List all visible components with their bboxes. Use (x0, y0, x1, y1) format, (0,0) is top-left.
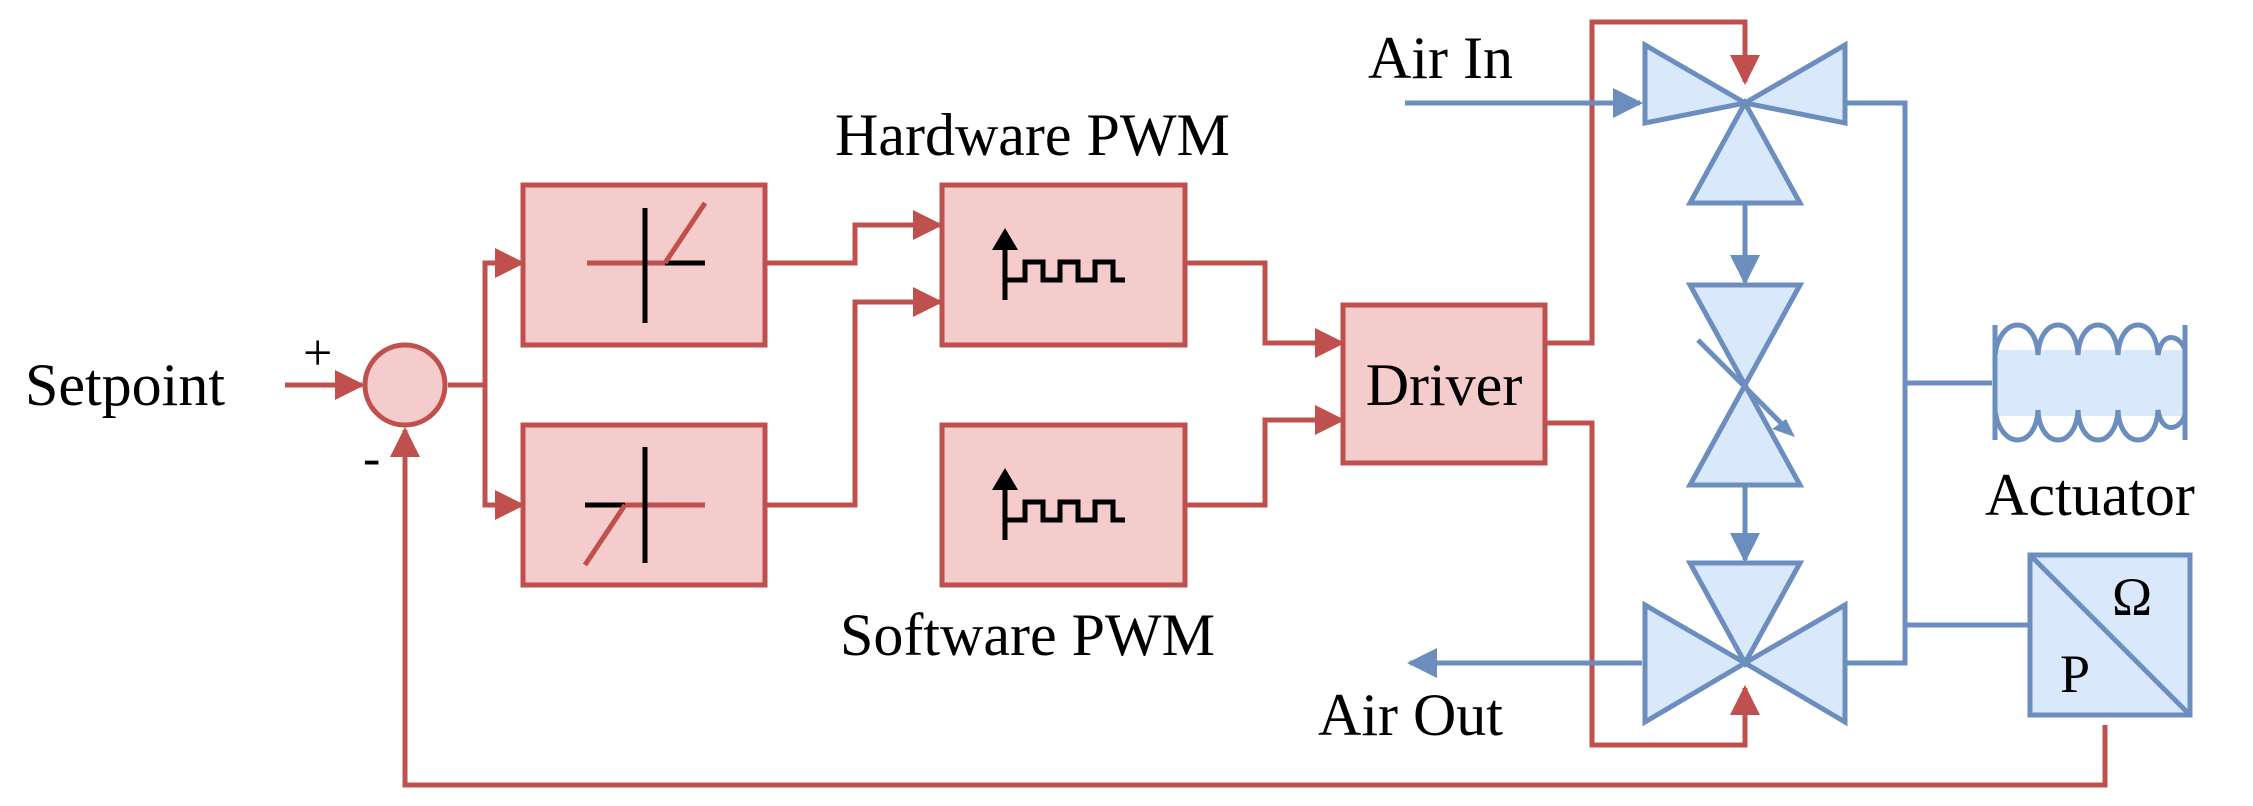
air-out-label: Air Out (1318, 682, 1503, 748)
sensor-omega-label: Ω (2112, 567, 2152, 627)
hardware-pwm-label: Hardware PWM (835, 102, 1230, 168)
proportional-valve-icon (1685, 282, 1805, 488)
bellows-actuator-icon (1992, 322, 2188, 443)
actuator-manifold-line (1845, 100, 1908, 666)
control-wires (285, 19, 2108, 788)
software-pwm-label: Software PWM (840, 602, 1215, 668)
air-in-label: Air In (1368, 25, 1513, 91)
setpoint-label: Setpoint (25, 352, 225, 418)
driver-label: Driver (1366, 352, 1523, 418)
sensor-p-label: P (2060, 644, 2090, 704)
hardware-pwm-block (939, 182, 1188, 348)
hwpwm-to-driver-arrow (1185, 260, 1345, 358)
driver-block (1340, 302, 1548, 466)
positive-deadband-icon (587, 201, 708, 323)
inlet-valve-icon (1642, 40, 1848, 206)
outlet-valve-icon (1642, 560, 1848, 727)
error-to-bottom-deadband-arrow (482, 385, 525, 520)
driver-to-outlet-valve-arrow (1545, 420, 1760, 748)
bottom-deadband-to-hwpwm-arrow (765, 287, 943, 508)
positive-deadband-block (520, 182, 768, 348)
pressure-sensor-icon (2027, 552, 2193, 718)
error-split-wire (448, 260, 520, 388)
pwm-waveform-icon (992, 468, 1125, 540)
software-pwm-block (939, 422, 1188, 588)
top-deadband-to-hwpwm-arrow (765, 210, 943, 266)
summing-junction (362, 342, 448, 428)
minus-sign: - (363, 430, 380, 487)
pwm-waveform-icon (992, 228, 1125, 300)
swpwm-to-driver-arrow (1185, 405, 1345, 508)
actuator-label: Actuator (1985, 462, 2195, 528)
negative-deadband-block (520, 422, 768, 588)
plus-sign: + (303, 325, 332, 382)
pneumatic-lines (1405, 88, 2028, 678)
labels: Setpoint + - Hardware PWM Software PWM D… (25, 25, 2195, 748)
negative-deadband-icon (582, 447, 705, 567)
driver-to-inlet-valve-arrow (1545, 19, 1760, 346)
feedback-wire (390, 427, 2108, 788)
